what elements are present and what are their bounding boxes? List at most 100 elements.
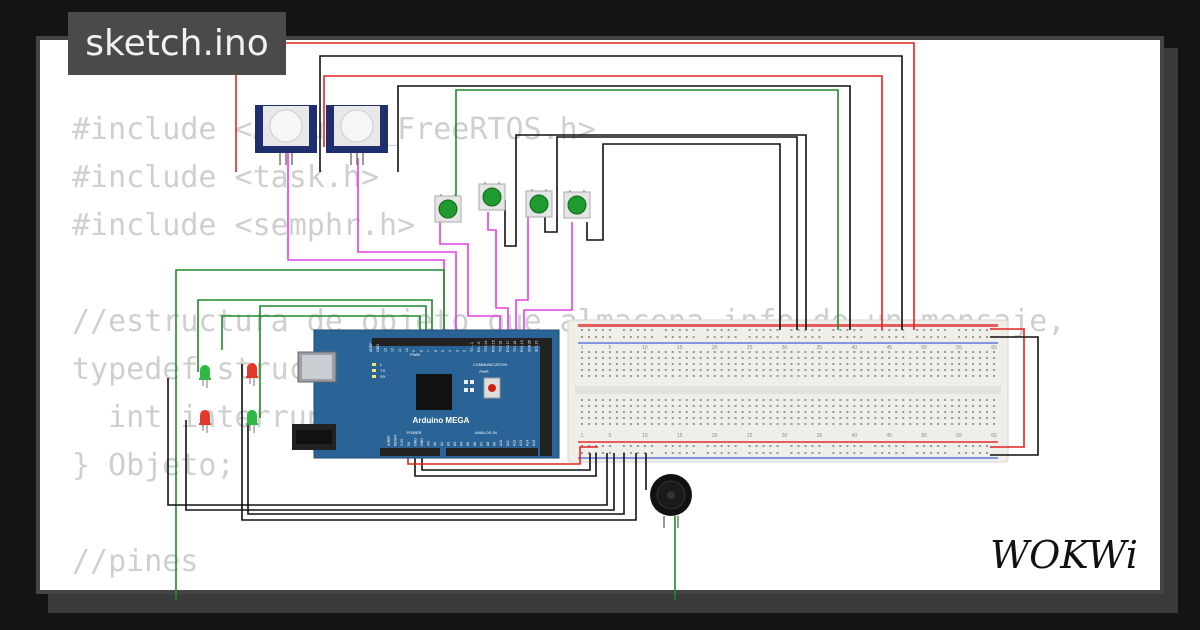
wire-magenta [287,150,445,330]
breadboard-column-number: 15 [677,345,683,351]
breadboard-column-number: 55 [956,433,962,439]
pin-label: 2 [463,350,467,352]
wire-black [397,85,851,330]
wire-green [221,315,421,350]
pin-label: A12 [512,440,516,446]
pin-label: RX3 15 [491,340,495,352]
pin-label: GND [413,438,417,446]
pin-label: GND [376,344,380,352]
pin-label: A11 [506,440,510,446]
pin-label: Vin [427,441,431,446]
pushbutton[interactable] [563,190,591,219]
pin-label: 3 [455,350,459,352]
pin-label: 10 [405,348,409,352]
red-led[interactable] [246,363,258,386]
breadboard-column-number: 1 [581,345,584,351]
pin-label: A1 [440,442,444,446]
svg-text:WOKWi: WOKWi [990,533,1138,577]
arduino-mega-board[interactable]: Arduino MEGA PWM COMMUNICATION POWER ANA… [292,329,560,459]
pin-label: 5V [407,441,411,446]
pin-label: A3 [453,442,457,446]
pin-label: 6 [434,350,438,352]
pin-label: 5 [441,350,445,352]
breadboard-column-number: 40 [852,433,858,439]
wire-black [247,422,625,515]
breadboard-column-number: 60 [991,433,997,439]
pin-label: A0 [433,442,437,446]
pin-label: SDA 20 [527,340,531,352]
pir-sensor[interactable] [326,105,388,165]
pushbutton[interactable] [478,182,506,211]
wire-green [197,299,433,372]
pin-label: A2 [446,442,450,446]
breadboard: 1155101015152020252530303535404045455050… [567,319,1009,463]
pin-label: 11 [398,348,402,352]
code-line: } Objeto; [72,448,235,483]
wire-red [323,75,883,330]
pin-label: TX1 18 [513,341,517,352]
wire-black [990,336,1039,456]
wire-green [259,305,427,418]
power-label: POWER [406,430,421,435]
wire-green [455,89,839,330]
breadboard-column-number: 10 [642,345,648,351]
breadboard-column-number: 1 [581,433,584,439]
pin-label: A15 [532,440,536,446]
pin-label: TX3 14 [484,341,488,352]
pushbutton[interactable] [434,194,462,223]
pin-label: RX1 19 [520,340,524,352]
pin-label: RX←0 [477,342,481,352]
breadboard-column-number: 15 [677,433,683,439]
green-led[interactable] [246,410,258,433]
wire-magenta [523,222,573,330]
breadboard-column-number: 20 [712,433,718,439]
breadboard-column-number: 45 [886,433,892,439]
pin-label: 13 [383,348,387,352]
pin-label: A8 [486,442,490,446]
breadboard-column-number: 40 [852,345,858,351]
board-name: Arduino MEGA [413,416,470,425]
wire-red [235,42,915,330]
pin-label: 7 [427,350,431,352]
power-led-label: PWR [479,369,488,374]
pin-label: TX→1 [470,342,474,352]
code-line: #include <task.h> [72,160,380,195]
breadboard-column-number: 50 [921,345,927,351]
wire-magenta [357,158,457,330]
breadboard-column-number: 35 [817,433,823,439]
green-led[interactable] [199,365,211,388]
pin-label: 4 [448,350,452,352]
pin-label: A9 [493,442,497,446]
pin-label: A14 [526,440,530,446]
wire-magenta [439,222,501,330]
wire-magenta [487,212,509,330]
breadboard-column-number: 5 [609,345,612,351]
pin-label: A5 [466,442,470,446]
breadboard-column-number: 55 [956,345,962,351]
breadboard-column-number: 50 [921,433,927,439]
pin-label: 12 [391,348,395,352]
pwm-label: PWM [410,352,420,357]
breadboard-column-number: 10 [642,433,648,439]
breadboard-column-number: 35 [817,345,823,351]
pushbutton[interactable] [525,189,553,218]
breadboard-column-number: 30 [782,345,788,351]
pin-label: AREF [369,343,373,352]
pin-label: A7 [479,442,483,446]
breadboard-column-number: 45 [886,345,892,351]
pin-label: 9 [412,350,416,352]
wire-black [319,55,903,330]
pin-label: 8 [419,350,423,352]
red-led[interactable] [199,410,211,433]
buzzer[interactable] [650,474,692,528]
breadboard-column-number: 20 [712,345,718,351]
code-line: #include <semphr.h> [72,208,416,243]
pir-sensor[interactable] [255,105,317,165]
breadboard-column-number: 5 [609,433,612,439]
analog-label: ANALOG IN [475,430,497,435]
wire-magenta [515,216,529,330]
breadboard-column-number: 30 [782,433,788,439]
board-led-label: L [380,362,383,367]
pin-label: A13 [519,440,523,446]
